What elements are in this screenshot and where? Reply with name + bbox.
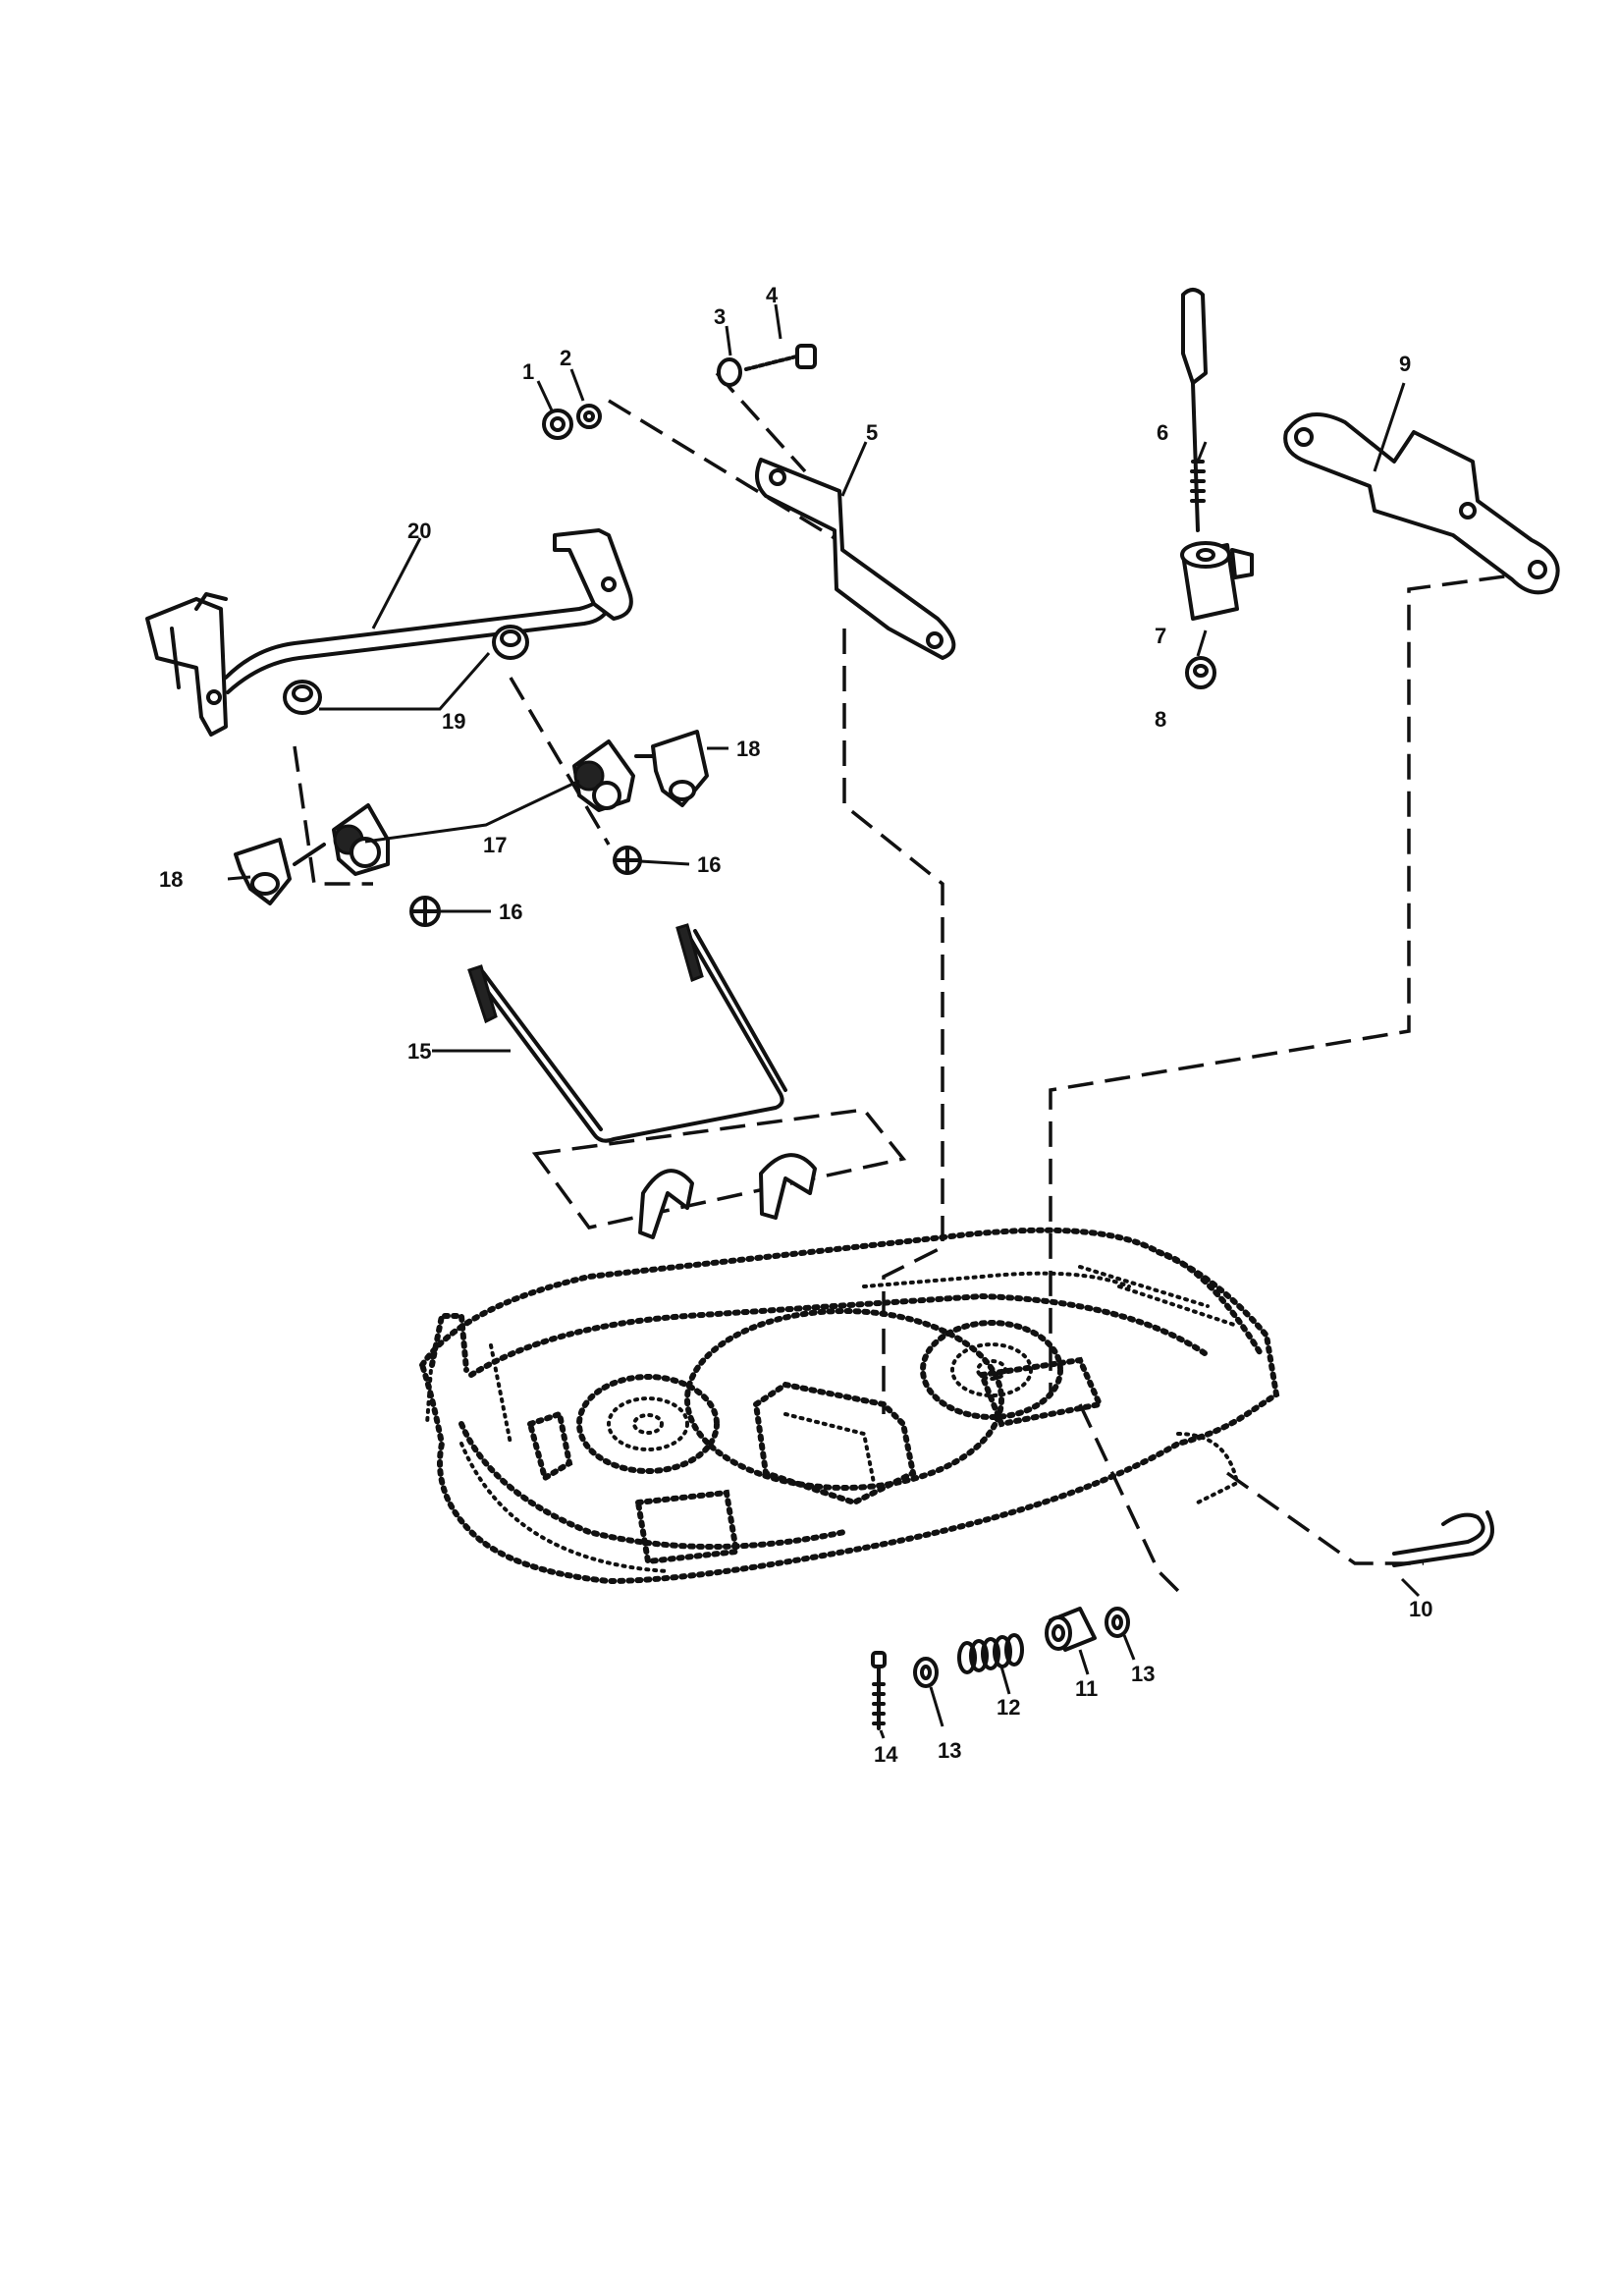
pin-part-6 [1181, 288, 1208, 532]
callout-5: 5 [866, 420, 878, 445]
washer-part-13-left [913, 1657, 939, 1688]
deck-hook-left [638, 1169, 694, 1239]
callout-6: 6 [1157, 420, 1168, 445]
nut-part-19-left [283, 680, 322, 715]
arm-part-9 [1283, 412, 1560, 595]
spring-part-12 [957, 1633, 1024, 1674]
coupler-part-17-left [332, 803, 390, 876]
mower-deck [418, 1227, 1280, 1585]
callout-16-left: 16 [499, 900, 522, 924]
clip-part-18-right [634, 730, 709, 807]
callout-13-left: 13 [938, 1738, 961, 1763]
nut-part-8 [1185, 656, 1216, 689]
callout-18-right: 18 [736, 737, 760, 761]
block-part-7 [1180, 541, 1254, 621]
callout-labels: 1 2 3 4 5 6 7 8 9 10 11 12 13 13 14 15 1… [159, 283, 1432, 1767]
callout-12: 12 [997, 1695, 1020, 1720]
callout-18-left: 18 [159, 867, 183, 892]
bolt-part-4 [744, 344, 817, 371]
callout-4: 4 [766, 283, 779, 307]
callout-17: 17 [483, 833, 507, 857]
nut-part-19-right [492, 625, 529, 660]
callout-10: 10 [1409, 1597, 1432, 1621]
callout-3: 3 [714, 304, 726, 329]
callout-19: 19 [442, 709, 465, 734]
hook-pin-part-10 [1392, 1510, 1494, 1567]
callout-7: 7 [1155, 624, 1166, 648]
callout-16-right: 16 [697, 852, 721, 877]
nut-part-16-left [409, 896, 441, 927]
nut-part-1 [542, 409, 573, 440]
u-rod-part-15 [467, 923, 787, 1143]
clip-part-18-left [234, 838, 326, 905]
callout-20: 20 [407, 519, 431, 543]
bracket-part-5 [755, 458, 956, 660]
bushing-part-11 [1045, 1607, 1097, 1652]
callout-8: 8 [1155, 707, 1166, 732]
washer-part-13-right [1105, 1607, 1130, 1638]
washer-part-2 [576, 404, 602, 429]
callout-11: 11 [1075, 1676, 1098, 1701]
lift-bar-part-20 [145, 528, 633, 737]
nut-part-16-right [613, 846, 642, 875]
bolt-part-14 [871, 1651, 887, 1730]
callout-13-right: 13 [1131, 1662, 1155, 1686]
deck-hook-right [759, 1153, 817, 1220]
callout-2: 2 [560, 346, 571, 370]
callout-9: 9 [1399, 352, 1411, 376]
callout-14: 14 [874, 1742, 898, 1767]
washer-part-3 [717, 357, 742, 387]
callout-15: 15 [407, 1039, 431, 1064]
callout-1: 1 [522, 359, 534, 384]
leader-lines [227, 303, 1421, 1739]
coupler-part-17-right [572, 739, 635, 812]
